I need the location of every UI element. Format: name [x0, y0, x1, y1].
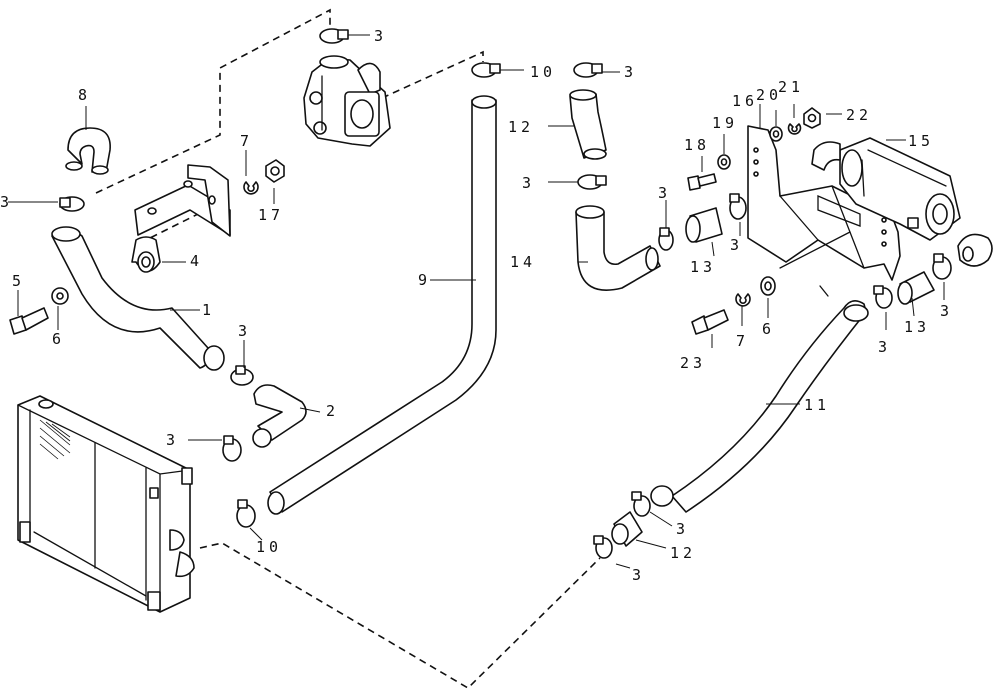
- label-13: 13: [904, 318, 930, 336]
- label-17: 17: [258, 206, 284, 224]
- label-19: 19: [712, 114, 738, 132]
- dashed-line-top: [95, 8, 331, 194]
- label-15: 15: [908, 132, 934, 150]
- label-10: 10: [256, 538, 282, 556]
- part-labels: 3 10 3 12 3 8 3 7 17 4 5 6 1 3 2 3 9 10 …: [0, 27, 953, 584]
- hose-9: [267, 95, 497, 515]
- bolt-5: [9, 307, 49, 335]
- label-2: 2: [326, 402, 339, 420]
- hose-2: [252, 384, 307, 448]
- label-3: 3: [374, 27, 387, 45]
- label-18: 18: [684, 136, 710, 154]
- pump-15: [811, 137, 993, 267]
- label-8: 8: [78, 86, 91, 104]
- label-21: 21: [778, 78, 804, 96]
- lockwasher-7-right: [735, 293, 751, 307]
- clamp-3-right: [932, 253, 952, 280]
- clamp-3-hose1: [230, 365, 254, 386]
- label-3: 3: [522, 174, 535, 192]
- lockwasher-7-left: [243, 181, 259, 195]
- clamp-top-thermostat: [319, 28, 349, 44]
- clamp-3-hose11-bottom: [631, 491, 651, 517]
- leader-lines: [8, 34, 945, 569]
- hose-8-elbow: [65, 127, 111, 175]
- label-3: 3: [632, 566, 645, 584]
- label-3: 3: [238, 322, 251, 340]
- label-3: 3: [658, 184, 671, 202]
- clamp-3-mid-right: [577, 174, 607, 190]
- nut-17: [265, 159, 285, 183]
- coupler-12-lower: [611, 511, 643, 547]
- dashed-line-bottom: [199, 542, 601, 690]
- clamp-3-hose14: [658, 227, 674, 251]
- bolt-18: [687, 173, 717, 191]
- hose-12-upper: [569, 89, 607, 160]
- bracket-16: [747, 125, 901, 297]
- hose-11: [650, 300, 869, 513]
- label-12: 12: [670, 544, 696, 562]
- washer-6-right: [760, 276, 776, 296]
- label-10: 10: [530, 63, 556, 81]
- label-7: 7: [736, 332, 749, 350]
- label-3: 3: [878, 338, 891, 356]
- hose-14: [575, 205, 661, 291]
- hose-1: [51, 226, 225, 371]
- clamp-3-coupler12: [593, 535, 613, 559]
- clamp-3-left: [59, 196, 85, 212]
- label-13: 13: [690, 258, 716, 276]
- label-9: 9: [418, 271, 431, 289]
- clamp-10-bottom: [236, 499, 256, 528]
- label-14: 14: [510, 253, 536, 271]
- label-23: 23: [680, 354, 706, 372]
- coupler-13-lower: [897, 271, 935, 305]
- washer-19: [717, 154, 731, 170]
- lockwasher-21: [787, 123, 802, 135]
- washer-20: [769, 126, 783, 142]
- dashed-line-thermostat: [381, 50, 484, 99]
- clamp-3-top-right: [573, 62, 603, 78]
- label-4: 4: [190, 252, 203, 270]
- label-3: 3: [0, 193, 13, 211]
- label-20: 20: [756, 86, 782, 104]
- clamp-3-hose11-top: [873, 285, 893, 309]
- label-3: 3: [730, 236, 743, 254]
- label-3: 3: [676, 520, 689, 538]
- washer-6-left: [51, 287, 69, 305]
- radiator: [17, 395, 195, 613]
- coupler-13-upper: [685, 207, 723, 243]
- clamp-3-hose2: [222, 435, 242, 462]
- clamp-10-top: [471, 62, 501, 78]
- label-11: 11: [804, 396, 830, 414]
- clip-4: [131, 236, 161, 273]
- label-12: 12: [508, 118, 534, 136]
- label-6: 6: [52, 330, 65, 348]
- label-22: 22: [846, 106, 872, 124]
- label-6: 6: [762, 320, 775, 338]
- thermostat-housing: [303, 55, 391, 147]
- label-3: 3: [624, 63, 637, 81]
- nut-22: [803, 107, 821, 129]
- bolt-23: [691, 309, 729, 335]
- clamp-3-coupler13: [729, 193, 747, 220]
- label-5: 5: [12, 272, 25, 290]
- label-1: 1: [202, 301, 215, 319]
- label-3: 3: [166, 431, 179, 449]
- label-3: 3: [940, 302, 953, 320]
- label-16: 16: [732, 92, 758, 110]
- label-7: 7: [240, 132, 253, 150]
- engine-bracket: [134, 164, 231, 237]
